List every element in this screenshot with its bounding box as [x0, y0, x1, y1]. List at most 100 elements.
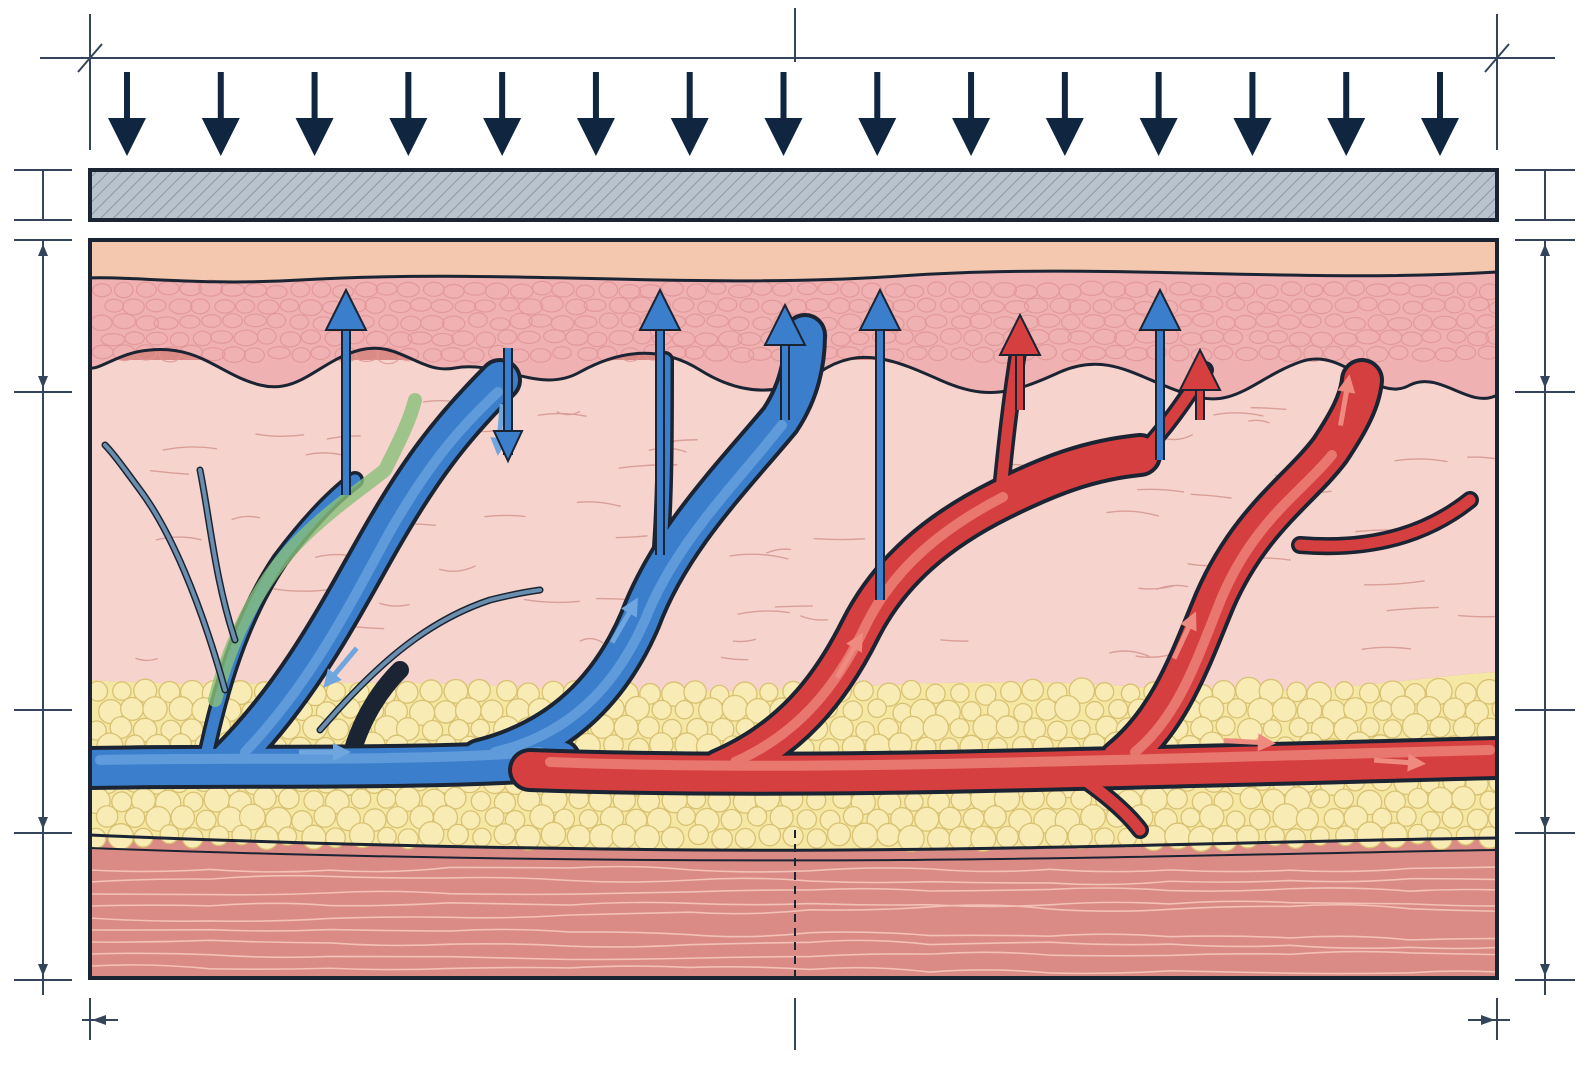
fat-globule — [448, 824, 469, 845]
fat-globule — [652, 700, 671, 719]
fat-globule — [1383, 720, 1401, 738]
fat-globule — [1286, 829, 1306, 849]
fat-globule — [567, 825, 590, 848]
fat-globule — [1036, 699, 1057, 720]
fat-globule — [635, 825, 660, 850]
fat-globule — [1296, 808, 1318, 830]
fat-globule — [1273, 804, 1299, 830]
fat-globule — [949, 826, 973, 850]
fat-globule — [898, 826, 924, 852]
down-arrow-icon — [765, 72, 803, 156]
fat-globule — [748, 807, 767, 826]
fat-globule — [255, 826, 278, 849]
fat-globule — [1335, 682, 1353, 700]
down-arrow-icon — [108, 72, 146, 156]
fat-globule — [171, 806, 195, 830]
fat-globule — [722, 695, 748, 721]
down-arrow-icon — [952, 72, 990, 156]
fat-globule — [1430, 717, 1450, 737]
fat-globule — [712, 829, 733, 850]
fat-globule — [1453, 717, 1475, 739]
pressure-arrows — [108, 72, 1459, 156]
fat-globule — [420, 680, 442, 702]
tissue-block — [84, 240, 1530, 978]
fat-globule — [843, 807, 863, 827]
fat-globule — [1055, 695, 1080, 720]
fat-globule — [497, 681, 517, 701]
left-dim-arrowhead-2 — [38, 817, 48, 829]
fat-globule — [387, 807, 408, 828]
down-arrow-icon — [577, 72, 615, 156]
fat-globule — [1311, 790, 1329, 808]
fat-globule — [675, 701, 693, 719]
fat-globule — [1240, 787, 1261, 808]
fat-globule — [1095, 683, 1113, 701]
fat-globule — [1216, 717, 1235, 736]
fat-globule — [1263, 720, 1281, 738]
fat-globule — [1047, 790, 1066, 809]
fat-globule — [590, 824, 615, 849]
fat-globule — [1227, 699, 1246, 718]
fat-globule — [302, 825, 326, 849]
fat-globule — [1273, 698, 1297, 722]
right-dim-arrowhead-3 — [1540, 964, 1550, 976]
down-arrow-icon — [202, 72, 240, 156]
fat-globule — [783, 826, 803, 846]
fat-globule — [485, 808, 504, 827]
fat-globule — [905, 793, 923, 811]
down-arrow-icon — [1140, 72, 1178, 156]
fat-globule — [677, 807, 695, 825]
fat-globule — [1456, 826, 1475, 845]
fat-globule — [1048, 721, 1067, 740]
fat-globule — [494, 824, 515, 845]
fat-globule — [113, 682, 131, 700]
fat-globule — [950, 719, 969, 738]
fat-globule — [434, 701, 456, 723]
fat-globule — [1452, 786, 1475, 809]
fat-globule — [997, 826, 1018, 847]
fat-globule — [973, 715, 998, 740]
fat-globule — [473, 828, 491, 846]
fat-globule — [1212, 826, 1237, 851]
fat-globule — [196, 810, 216, 830]
dermis-fibre — [775, 606, 812, 607]
down-arrow-icon — [858, 72, 896, 156]
fat-globule — [828, 823, 851, 846]
fat-globule — [854, 681, 874, 701]
bottom-right-dim-arrowhead — [1481, 1015, 1495, 1025]
fat-globule — [1324, 809, 1344, 829]
fat-globule — [1045, 825, 1067, 847]
fat-globule — [1336, 826, 1356, 846]
fat-globule — [1086, 702, 1104, 720]
down-arrow-icon — [1327, 72, 1365, 156]
down-arrow-icon — [296, 72, 334, 156]
fat-globule — [721, 809, 742, 830]
fat-globule — [1408, 788, 1428, 808]
down-arrow-icon — [389, 72, 427, 156]
right-dim-arrowhead-1 — [1540, 376, 1550, 388]
fat-globule — [471, 791, 490, 810]
fat-globule — [169, 697, 193, 721]
fat-globule — [684, 681, 706, 703]
fat-globule — [852, 823, 877, 848]
fat-globule — [877, 823, 900, 846]
down-arrow-icon — [1233, 72, 1271, 156]
fat-globule — [928, 828, 950, 850]
bottom-left-dim-arrowhead — [92, 1015, 106, 1025]
fat-globule — [419, 822, 444, 847]
fat-globule — [471, 719, 490, 738]
fat-globule — [760, 683, 778, 701]
fat-globule — [759, 824, 780, 845]
compression-plate — [90, 170, 1497, 220]
fat-globule — [689, 825, 709, 845]
fat-globule — [209, 826, 229, 846]
fat-globule — [377, 789, 396, 808]
fat-globule — [661, 827, 683, 849]
fat-globule — [160, 825, 179, 844]
fat-globule — [378, 827, 396, 845]
fat-globule — [396, 682, 418, 704]
right-dim-arrowhead-2 — [1540, 817, 1550, 829]
fat-globule — [1357, 822, 1383, 848]
